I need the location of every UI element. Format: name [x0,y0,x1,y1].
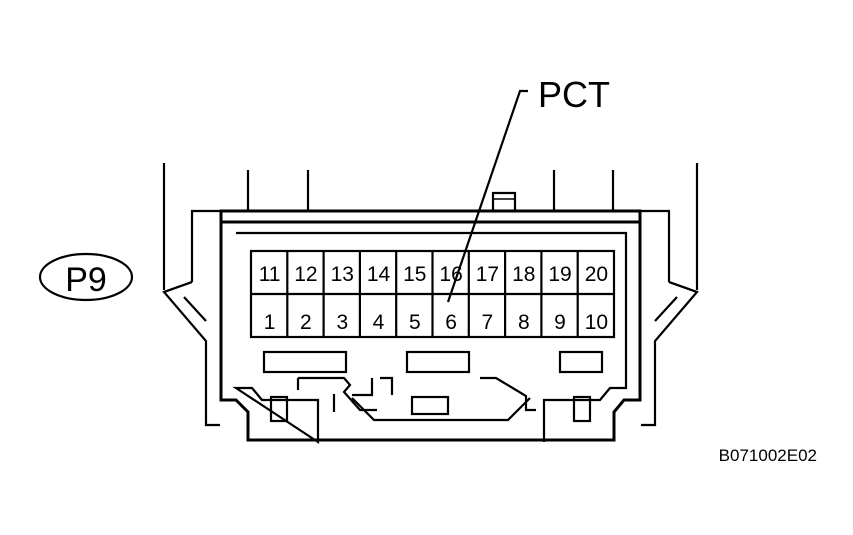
connector-inner-frame [232,231,628,445]
pin-row-top: 11 12 13 14 15 16 17 18 19 20 [259,263,608,286]
pin-15-label: 15 [403,263,426,286]
pin-16-label: 16 [439,263,462,286]
callout-label-pct: PCT [538,74,610,115]
key-slot-right [558,350,604,374]
pin-10-label: 10 [585,311,608,334]
pin-13-label: 13 [331,263,354,286]
pin-14-label: 14 [367,263,391,286]
lock-window-right [572,395,592,423]
wire-leads [162,163,699,290]
lock-release-button [410,395,450,416]
connector-code-badge [38,252,134,302]
key-slot-center [405,350,471,374]
lock-window-left [269,395,289,423]
pin-6-label: 6 [445,311,457,334]
keying-slots [262,350,604,374]
connector-body [219,209,642,442]
pin-2-label: 2 [300,311,312,334]
pin-17-label: 17 [476,263,499,286]
pin-3-label: 3 [336,311,348,334]
callout-leader-line [446,89,528,303]
pin-9-label: 9 [554,311,566,334]
pin-5-label: 5 [409,311,421,334]
figure-id: B071002E02 [719,446,817,465]
connector-code-label: P9 [65,261,107,299]
pin-7-label: 7 [482,311,494,334]
left-housing [162,209,220,427]
pin-20-label: 20 [585,263,608,286]
pin-row-bottom: 1 2 3 4 5 6 7 8 9 10 [264,311,608,334]
top-latch-tab [491,191,517,211]
pin-4-label: 4 [373,311,385,334]
pin-grid-columns [286,251,579,337]
pin-1-label: 1 [264,311,276,334]
pin-11-label: 11 [259,263,281,286]
pin-19-label: 19 [548,263,571,286]
pin-18-label: 18 [512,263,535,286]
key-slot-left [262,350,348,374]
lock-mechanism [296,376,536,422]
right-housing [641,209,699,427]
pin-12-label: 12 [294,263,317,286]
pin-8-label: 8 [518,311,530,334]
